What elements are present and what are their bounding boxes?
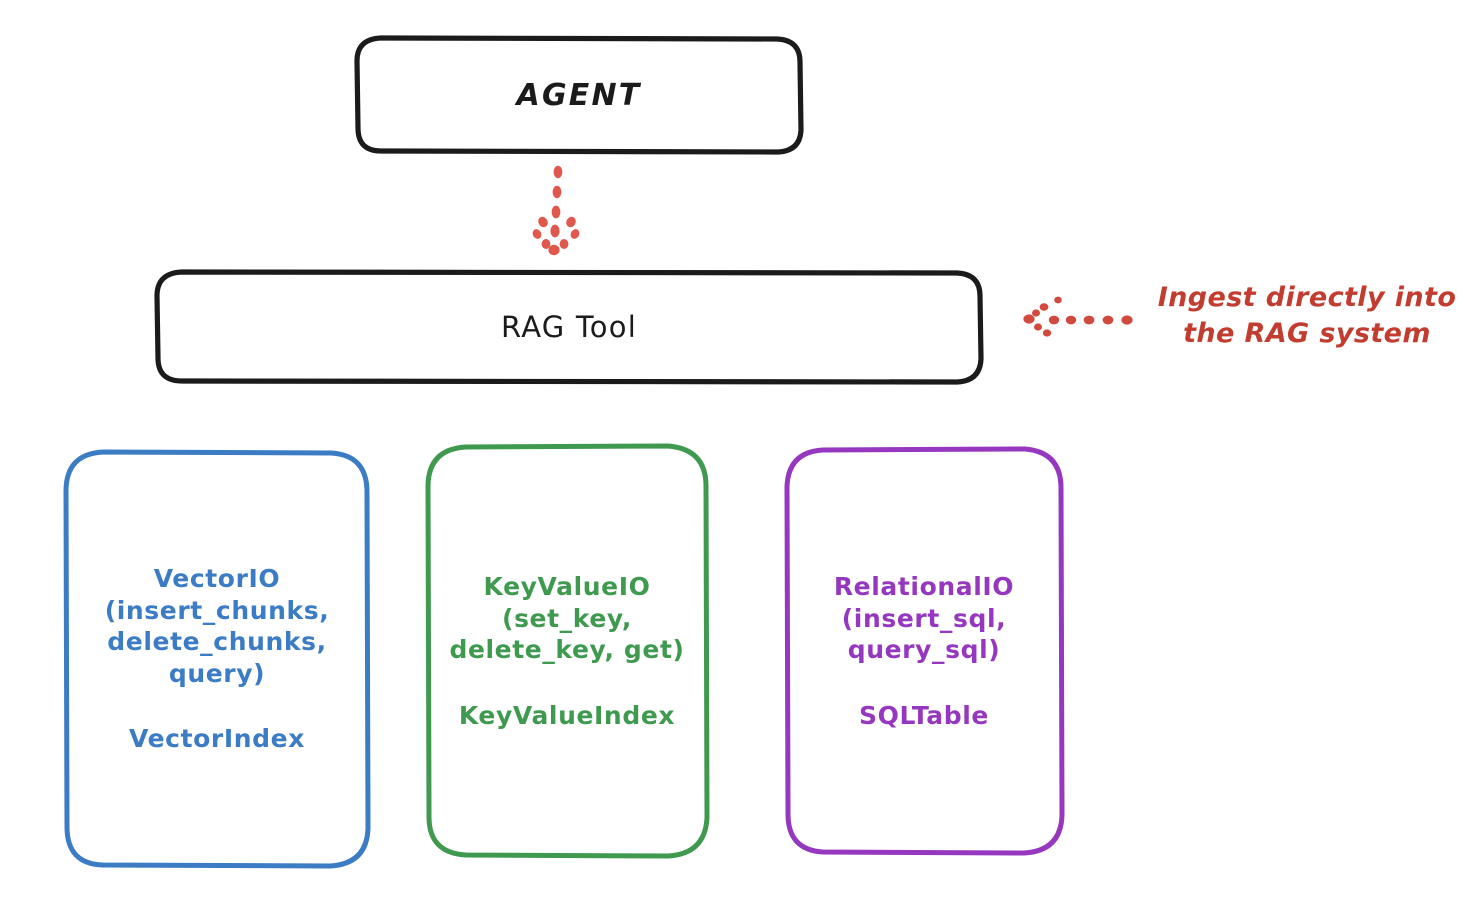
key-value-io-box[interactable]: KeyValueIO (set_key, delete_key, get) Ke…: [427, 445, 707, 857]
ingest-note-arrow: [1023, 296, 1133, 337]
relational-io-api-label: RelationalIO (insert_sql, query_sql): [833, 572, 1015, 664]
key-value-io-api-label: KeyValueIO (set_key, delete_key, get): [449, 572, 685, 664]
sql-table-label: SQLTable: [859, 700, 989, 730]
key-value-index-label: KeyValueIndex: [458, 700, 676, 730]
key-value-io-text-stack: KeyValueIO (set_key, delete_key, get) Ke…: [427, 571, 707, 731]
ingest-annotation-text: Ingest directly into the RAG system: [1157, 282, 1457, 349]
rag-tool-label: RAG Tool: [501, 309, 637, 344]
vector-index-label: VectorIndex: [129, 724, 305, 754]
agent-to-rag-arrow: [532, 165, 580, 256]
relational-io-box[interactable]: RelationalIO (insert_sql, query_sql) SQL…: [786, 448, 1062, 854]
rag-tool-box[interactable]: RAG Tool: [156, 271, 982, 383]
vector-io-api-label: VectorIO (insert_chunks, delete_chunks, …: [104, 564, 330, 688]
relational-io-text-stack: RelationalIO (insert_sql, query_sql) SQL…: [786, 571, 1062, 731]
vector-io-text-stack: VectorIO (insert_chunks, delete_chunks, …: [66, 563, 368, 755]
agent-box[interactable]: AGENT: [356, 37, 802, 154]
vector-io-box[interactable]: VectorIO (insert_chunks, delete_chunks, …: [66, 450, 368, 868]
agent-label: AGENT: [516, 77, 642, 113]
